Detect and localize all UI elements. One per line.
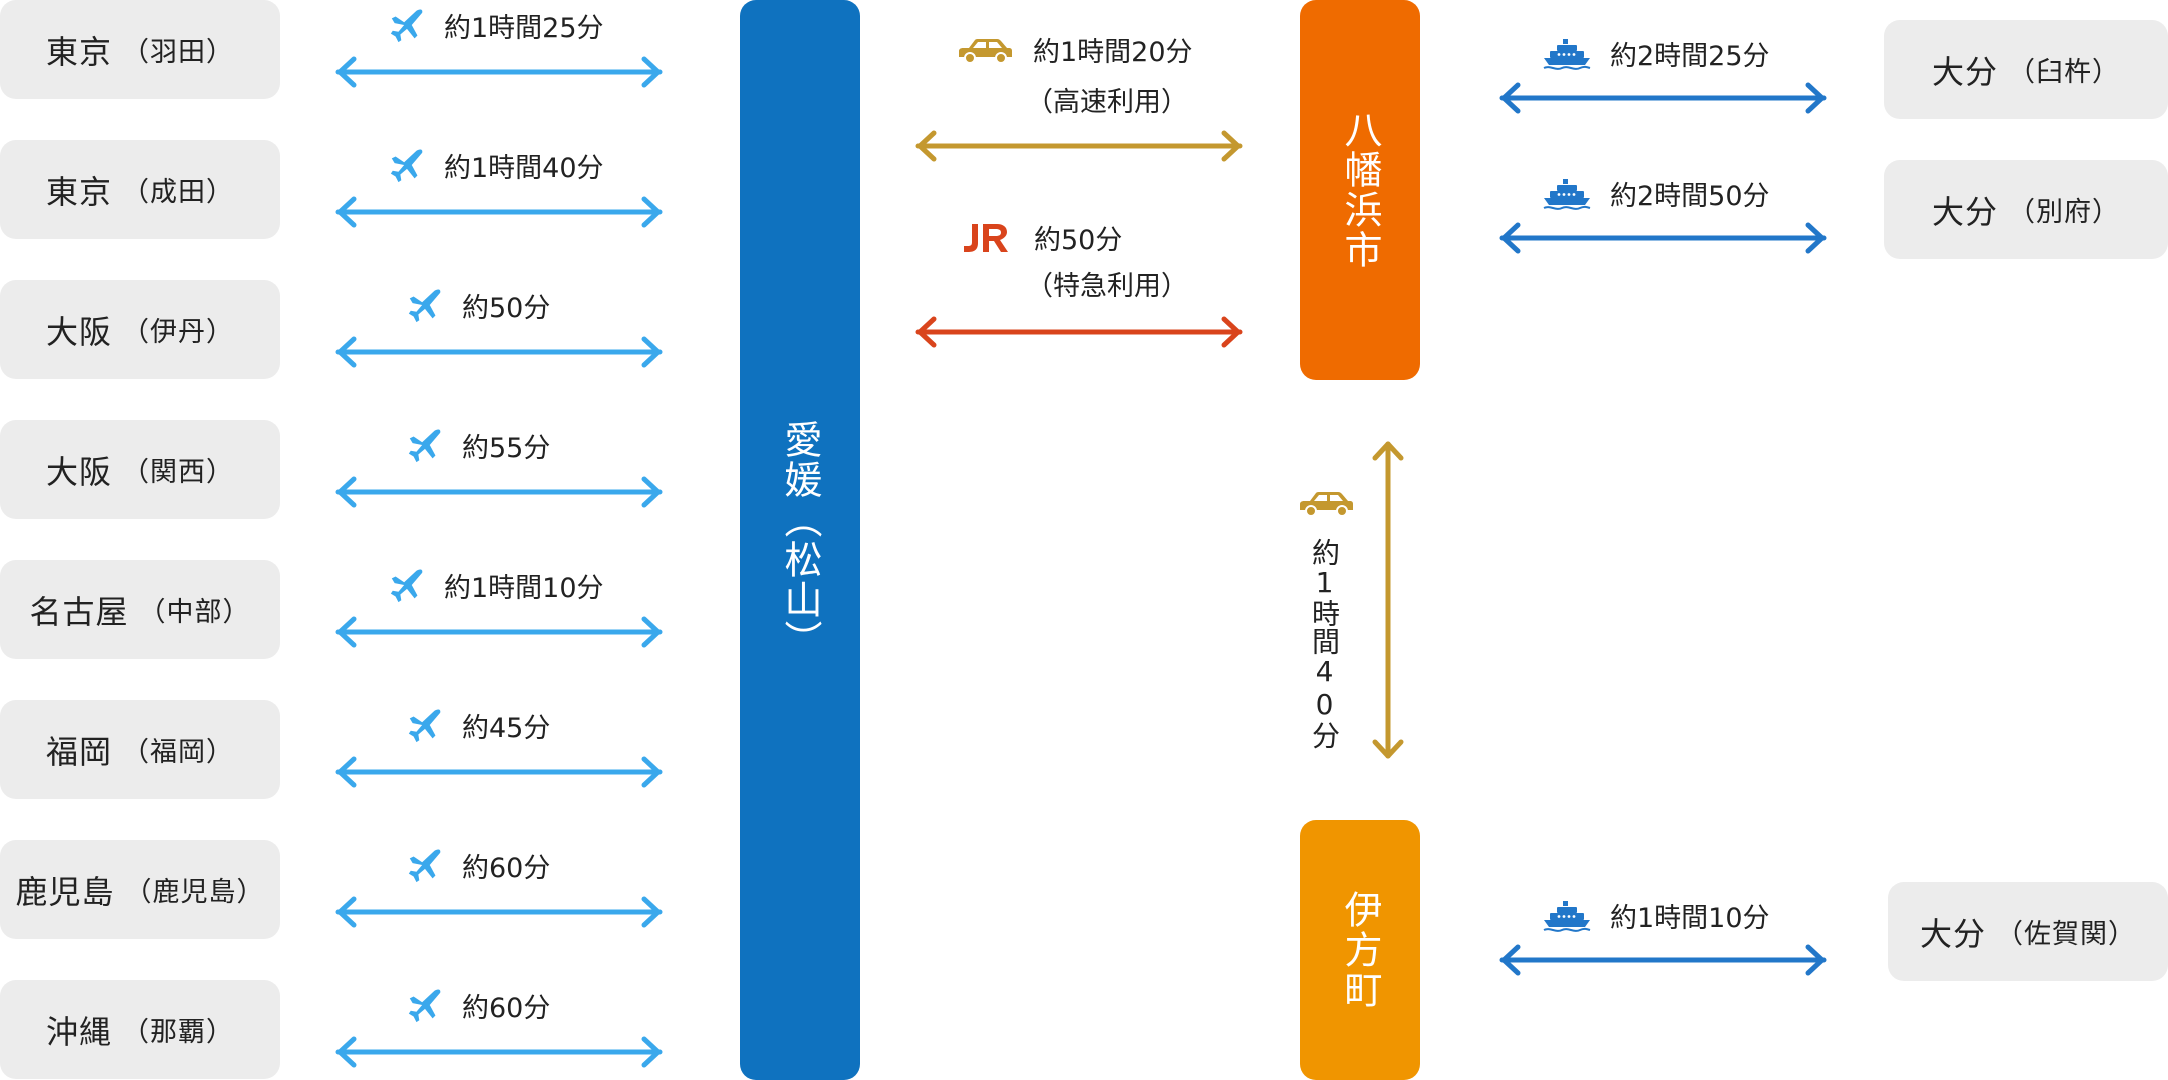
airplane-icon [406, 987, 444, 1025]
jr-time-label: 約50分 [962, 218, 1122, 257]
airplane-icon [388, 7, 426, 45]
origin-city: 東京 [45, 172, 112, 211]
car-icon [1296, 488, 1356, 518]
flight-time: 約60分 [462, 993, 551, 1024]
origin-airport: （成田） [122, 177, 234, 208]
flight-time-label: 約1時間10分 [388, 566, 604, 605]
car-note: （高速利用） [1026, 87, 1188, 118]
dest-city: 大分 [1931, 52, 1998, 91]
jr-arrow-matsuyama-yawatahama [918, 319, 1240, 345]
origin-box-haneda: 東京 （羽田） [0, 0, 280, 99]
car-icon [955, 35, 1015, 65]
dest-port: （別府） [2008, 197, 2120, 228]
origin-city: 名古屋 [29, 592, 129, 631]
origin-airport: （那覇） [122, 1017, 234, 1048]
ferry-icon [1542, 899, 1592, 933]
airplane-icon [406, 847, 444, 885]
flight-time: 約1時間10分 [444, 573, 604, 604]
airplane-icon [406, 287, 444, 325]
flight-arrow-kansai [338, 479, 660, 505]
dest-city: 大分 [1919, 914, 1986, 953]
ferry-time-label: 約2時間25分 [1542, 34, 1770, 73]
car-time-label: 約1時間20分 [955, 30, 1193, 69]
ferry-time-label: 約1時間10分 [1542, 896, 1770, 935]
jr-note: （特急利用） [1026, 271, 1188, 302]
airplane-icon [388, 567, 426, 605]
origin-airport: （福岡） [122, 737, 234, 768]
ferry-time: 約2時間50分 [1610, 181, 1770, 212]
dest-port: （佐賀関） [1996, 919, 2136, 950]
airplane-icon [406, 707, 444, 745]
ferry-icon [1542, 177, 1592, 211]
airplane-icon [388, 147, 426, 185]
flight-time: 約50分 [462, 293, 551, 324]
dest-box-saganoseki: 大分 （佐賀関） [1888, 882, 2168, 981]
ferry-time: 約2時間25分 [1610, 41, 1770, 72]
dest-box-usuki: 大分 （臼杵） [1884, 20, 2168, 119]
ikata-label: 伊方町 [1338, 890, 1382, 1010]
flight-time: 約45分 [462, 713, 551, 744]
origin-airport: （鹿児島） [124, 877, 265, 908]
origin-box-itami: 大阪 （伊丹） [0, 280, 280, 379]
ferry-arrow-beppu [1502, 225, 1824, 251]
ferry-icon [1542, 37, 1592, 71]
origin-box-kagoshima: 鹿児島 （鹿児島） [0, 840, 280, 939]
ferry-time-label: 約2時間50分 [1542, 174, 1770, 213]
dest-city: 大分 [1931, 192, 1998, 231]
car-arrow-yawatahama-ikata [1372, 441, 1404, 759]
ikata-bar: 伊方町 [1300, 820, 1420, 1080]
hub-label: 愛媛（松山） [778, 420, 822, 660]
origin-city: 大阪 [45, 452, 112, 491]
origin-city: 福岡 [45, 732, 112, 771]
car-time-vertical: 約1時間40分 [1308, 538, 1341, 749]
car-time: 約1時間20分 [1033, 37, 1193, 68]
origin-city: 沖縄 [45, 1012, 112, 1051]
flight-arrow-kagoshima [338, 899, 660, 925]
flight-time-label: 約1時間25分 [388, 6, 604, 45]
ferry-time: 約1時間10分 [1610, 903, 1770, 934]
flight-arrow-itami [338, 339, 660, 365]
flight-time-label: 約55分 [406, 426, 550, 465]
flight-arrow-fukuoka [338, 759, 660, 785]
airplane-icon [406, 427, 444, 465]
flight-time-label: 約60分 [406, 846, 550, 885]
flight-time: 約60分 [462, 853, 551, 884]
origin-box-fukuoka: 福岡 （福岡） [0, 700, 280, 799]
flight-arrow-haneda [338, 59, 660, 85]
origin-box-naha: 沖縄 （那覇） [0, 980, 280, 1079]
flight-time: 約1時間40分 [444, 153, 604, 184]
yawatahama-bar: 八幡浜市 [1300, 0, 1420, 380]
flight-time-label: 約60分 [406, 986, 550, 1025]
origin-airport: （伊丹） [122, 317, 234, 348]
origin-city: 東京 [45, 32, 112, 71]
origin-city: 大阪 [45, 312, 112, 351]
flight-arrow-narita [338, 199, 660, 225]
ferry-arrow-saganoseki [1502, 947, 1824, 973]
car-arrow-matsuyama-yawatahama [918, 133, 1240, 159]
jr-time: 約50分 [1034, 225, 1123, 256]
flight-time: 約55分 [462, 433, 551, 464]
flight-time-label: 約1時間40分 [388, 146, 604, 185]
ferry-arrow-usuki [1502, 85, 1824, 111]
flight-time-label: 約45分 [406, 706, 550, 745]
dest-port: （臼杵） [2008, 57, 2120, 88]
origin-box-chubu: 名古屋 （中部） [0, 560, 280, 659]
origin-airport: （関西） [122, 457, 234, 488]
ehime-matsuyama-bar: 愛媛（松山） [740, 0, 860, 1080]
jr-logo-icon [962, 221, 1016, 255]
flight-arrow-naha [338, 1039, 660, 1065]
origin-box-narita: 東京 （成田） [0, 140, 280, 239]
dest-box-beppu: 大分 （別府） [1884, 160, 2168, 259]
origin-airport: （中部） [138, 597, 251, 628]
origin-city: 鹿児島 [15, 872, 115, 911]
flight-time: 約1時間25分 [444, 13, 604, 44]
origin-box-kansai: 大阪 （関西） [0, 420, 280, 519]
flight-time-label: 約50分 [406, 286, 550, 325]
origin-airport: （羽田） [122, 37, 234, 68]
flight-arrow-chubu [338, 619, 660, 645]
yawatahama-label: 八幡浜市 [1338, 110, 1382, 270]
